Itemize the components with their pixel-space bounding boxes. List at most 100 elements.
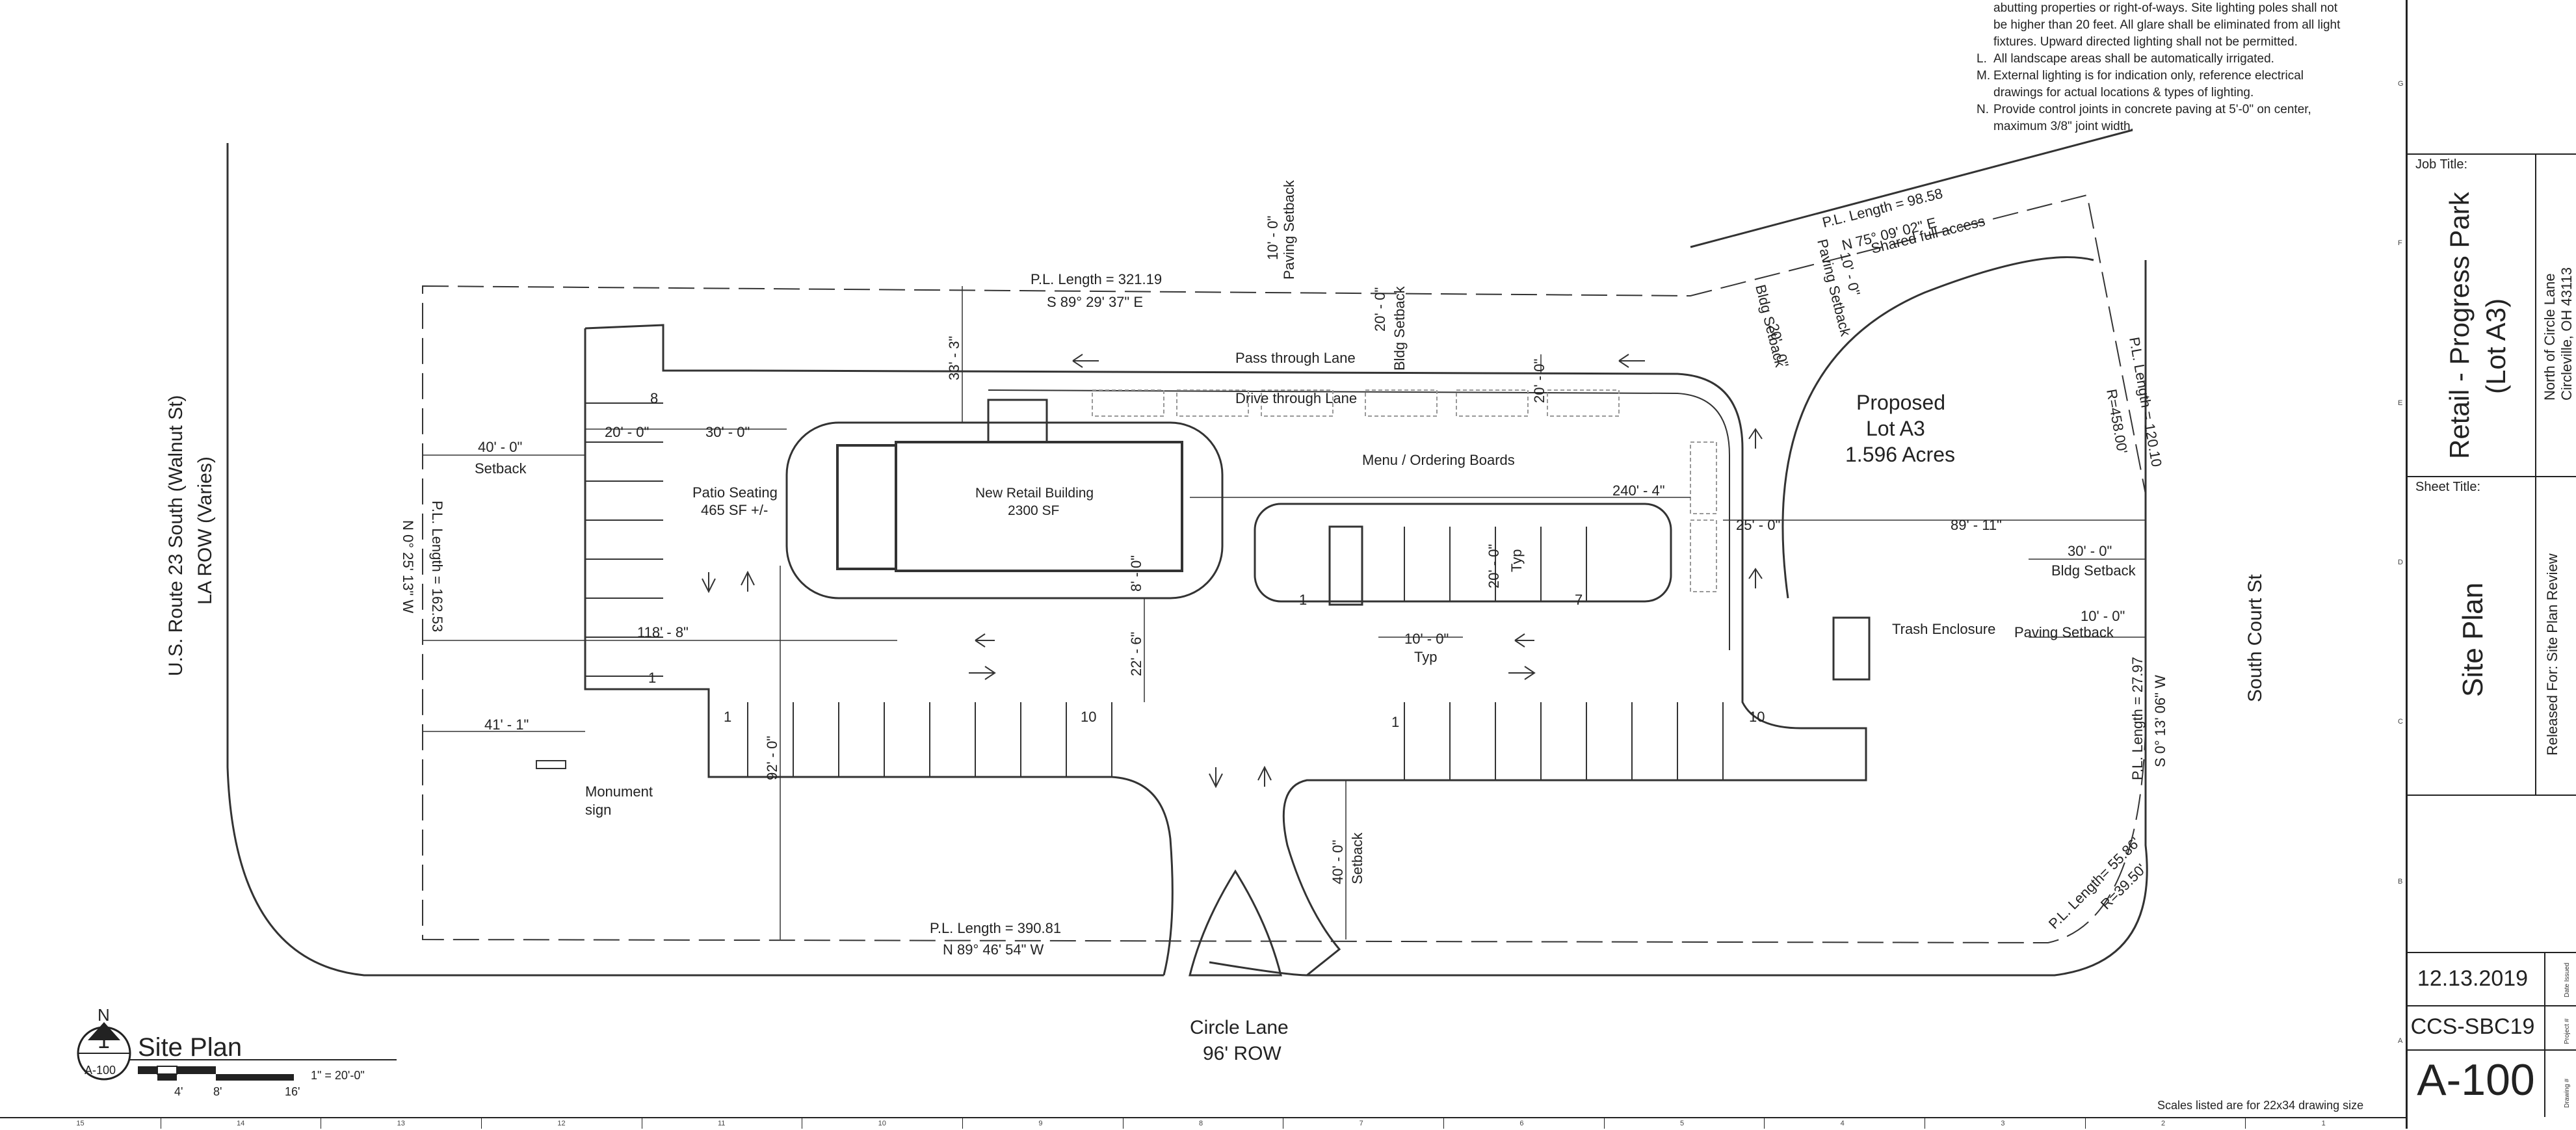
- stall-count-1d: 1: [1299, 592, 1307, 608]
- parking-curb: [585, 324, 1867, 977]
- trash-label: Trash Enclosure: [1892, 621, 1995, 637]
- note-line: L.All landscape areas shall be automatic…: [1977, 51, 2393, 68]
- stall-count-7: 7: [1575, 592, 1583, 608]
- circle-row-label: 96' ROW: [1203, 1043, 1281, 1064]
- traffic-arrows: [702, 354, 1763, 789]
- patio-label: Patio Seating: [692, 484, 778, 501]
- grid-divider: [962, 1118, 963, 1129]
- stall-count-8: 8: [650, 390, 658, 406]
- route-label: U.S. Route 23 South (Walnut St): [165, 395, 187, 676]
- stall-count-10a: 10: [1081, 709, 1096, 725]
- site-plan-drawing: U.S. Route 23 South (Walnut St) LA ROW (…: [77, 129, 2266, 1098]
- grid-number: 7: [1359, 1120, 1363, 1127]
- grid-number: 15: [76, 1120, 85, 1127]
- bldg-setback-top: Bldg Setback: [1391, 285, 1408, 371]
- typ-label: Typ: [1414, 649, 1437, 665]
- grid-number: 4: [1840, 1120, 1845, 1127]
- dim-22: 22' - 6": [1128, 632, 1144, 676]
- dim-30: 30' - 0": [705, 424, 750, 440]
- circle-lane-edge: [1307, 260, 2148, 977]
- grid-number: 1: [2321, 1120, 2326, 1127]
- monument-sign: [536, 760, 566, 769]
- stall-count-1a: 1: [648, 670, 656, 686]
- tb-blank-cell: [2408, 795, 2576, 953]
- grid-number: 12: [557, 1120, 566, 1127]
- bldg-setback-label: Bldg Setback: [2051, 562, 2136, 579]
- svg-text:4': 4': [174, 1085, 183, 1098]
- note-key: L.: [1977, 52, 1987, 66]
- note-text: be higher than 20 feet. All glare shall …: [1993, 18, 2341, 32]
- building-island: [785, 421, 1224, 599]
- drive-through-island: [1254, 503, 1672, 603]
- grid-number: 10: [878, 1120, 886, 1127]
- circle-lane-island: [1189, 869, 1282, 977]
- building-canopy: [987, 399, 1048, 443]
- address-line-1: North of Circle Lane: [2542, 273, 2558, 401]
- queued-cars: [1092, 389, 1717, 592]
- pl-bottom-bearing: N 89° 46' 54" W: [943, 941, 1044, 958]
- svg-text:1" = 20'-0": 1" = 20'-0": [311, 1069, 365, 1082]
- dim-20-drive: 20' - 0": [1531, 359, 1547, 403]
- menu-label: Menu / Ordering Boards: [1362, 452, 1515, 468]
- route-curb-edge: [226, 143, 1164, 977]
- dim-89: 89' - 11": [1951, 517, 2002, 533]
- lot-acres-label: 1.596 Acres: [1845, 443, 1955, 466]
- title-block: Job Title: Retail - Progress Park (Lot A…: [2406, 0, 2576, 1129]
- released-for: Released For: Site Plan Review: [2544, 553, 2560, 756]
- stall-count-1b: 1: [724, 709, 731, 725]
- note-text: maximum 3/8" joint width.: [1993, 120, 2134, 133]
- building-sf-label: 2300 SF: [1008, 503, 1059, 518]
- grid-letter: F: [2398, 239, 2402, 248]
- note-text: Provide control joints in concrete pavin…: [1993, 103, 2311, 116]
- issue-date: 12.13.2019: [2417, 966, 2529, 991]
- stall-count-10b: 10: [1749, 709, 1765, 725]
- circle-lane-label: Circle Lane: [1190, 1017, 1289, 1038]
- grid-letter: B: [2398, 877, 2403, 886]
- project-number: CCS-SBC19: [2410, 1014, 2535, 1039]
- grid-divider: [481, 1118, 482, 1129]
- dimension-lines: [423, 286, 2146, 939]
- dim-20-typ: 20' - 0": [1486, 544, 1502, 588]
- job-title-2: (Lot A3): [2480, 298, 2511, 394]
- paving-setback-label: Paving Setback: [2014, 624, 2114, 640]
- grid-letter: C: [2398, 718, 2403, 726]
- note-line: abutting properties or right-of-ways. Si…: [1977, 0, 2393, 17]
- building-label: New Retail Building: [975, 486, 1094, 501]
- lot-a3-boundary: [1781, 256, 2094, 599]
- dim-41: 41' - 1": [484, 716, 529, 733]
- job-title: Retail - Progress Park: [2444, 192, 2475, 459]
- pl-left: P.L. Length = 162.53: [429, 501, 445, 632]
- grid-divider: [1122, 1118, 1124, 1129]
- parking-curb-left: [584, 328, 1174, 976]
- grid-divider: [2084, 1118, 2086, 1129]
- patio-area: [836, 444, 897, 570]
- dim-10-typ: 10' - 0": [1404, 631, 1449, 647]
- lot-name-label: Lot A3: [1866, 417, 1925, 440]
- note-key: M.: [1977, 69, 1991, 83]
- south-court-label: South Court St: [2244, 574, 2266, 702]
- grid-number: 11: [718, 1120, 726, 1127]
- dim-8: 8' - 0": [1128, 555, 1144, 592]
- pl-right: P.L. Length = 120.10: [2126, 336, 2165, 468]
- note-line: M.External lighting is for indication on…: [1977, 68, 2393, 85]
- grid-letter: A: [2398, 1037, 2403, 1045]
- note-text: External lighting is for indication only…: [1993, 69, 2304, 83]
- tb-date-cell: 12.13.2019 Date Issued: [2408, 952, 2576, 1006]
- tb-job-cell: Job Title: Retail - Progress Park (Lot A…: [2408, 153, 2576, 477]
- graphic-scale: 4' 8' 16' 1" = 20'-0": [138, 1066, 365, 1098]
- grid-divider: [1603, 1118, 1605, 1129]
- grid-divider: [2245, 1118, 2246, 1129]
- paving-setback-top: Paving Setback: [1281, 179, 1297, 280]
- pl-top: P.L. Length = 321.19: [1031, 271, 1162, 287]
- svg-text:16': 16': [285, 1085, 300, 1098]
- accessible-aisle-hatch: [1328, 525, 1363, 606]
- dim-10-paving-top: 10' - 0": [1265, 216, 1281, 260]
- parking-stalls: [585, 402, 1724, 780]
- pl-bottom: P.L. Length = 390.81: [930, 920, 1061, 936]
- dim-40-bottom: 40' - 0": [1330, 840, 1346, 884]
- dim-20-bldg-top: 20' - 0": [1372, 287, 1388, 332]
- drive-through-lane-curb: [988, 389, 1730, 650]
- grid-letter: G: [2398, 79, 2404, 88]
- route-row-label: LA ROW (Varies): [194, 456, 216, 605]
